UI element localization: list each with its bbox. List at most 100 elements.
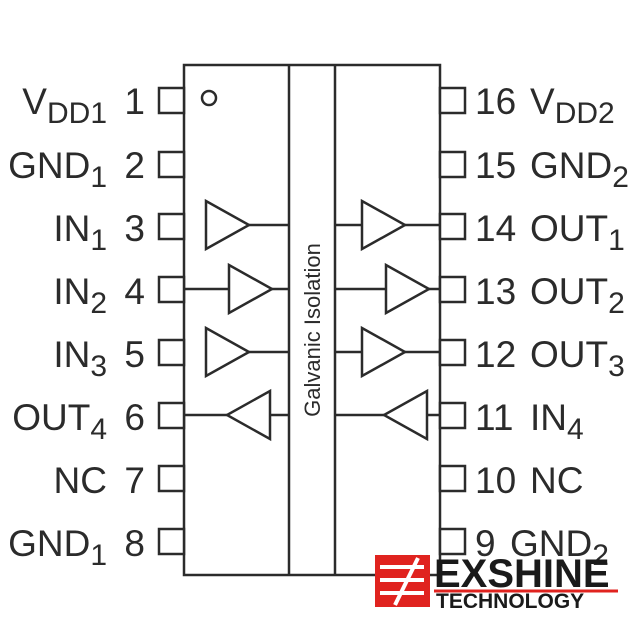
left-pin-number-3: 3 — [124, 208, 145, 249]
channel-2-signal-path — [184, 262, 440, 316]
right-pin-number-12: 12 — [475, 334, 516, 375]
left-pin-name-1: VDD1 — [22, 81, 107, 130]
buffer-1-rx — [360, 198, 408, 252]
channel-1-signal-path — [204, 198, 440, 252]
isolation-label: Galvanic Isolation — [300, 243, 325, 417]
right-pin-number-14: 14 — [475, 208, 516, 249]
right-pin-number-10: 10 — [475, 460, 516, 501]
pin-name-subscript: 4 — [567, 413, 584, 446]
right-pin-name-14: OUT1 — [530, 208, 625, 257]
pin-box-9 — [438, 527, 467, 556]
right-pin-name-11: IN4 — [530, 397, 584, 446]
pin-name-main: NC — [530, 460, 583, 501]
pin-name-subscript: 2 — [608, 287, 625, 320]
pin-name-main: IN — [53, 334, 90, 375]
left-pin-name-4: IN2 — [53, 271, 107, 320]
buffer-2-tx — [227, 262, 275, 316]
pin-name-subscript: 1 — [90, 224, 107, 257]
pin-name-subscript: DD2 — [555, 97, 615, 130]
logo-main-text: EXSHINE — [434, 552, 610, 596]
left-pin-number-1: 1 — [124, 81, 145, 122]
channel-3-signal-path — [204, 325, 440, 379]
pin-box-3 — [157, 212, 186, 241]
pin-name-subscript: 1 — [90, 539, 107, 572]
pin-name-main: GND — [8, 145, 90, 186]
exshine-watermark: EXSHINE TECHNOLOGY — [375, 552, 618, 613]
right-pin-name-10: NC — [530, 460, 583, 501]
right-pin-name-12: OUT3 — [530, 334, 625, 383]
pin-name-subscript: 2 — [90, 287, 107, 320]
pin-name-main: IN — [53, 271, 90, 312]
pin-name-subscript: 3 — [90, 350, 107, 383]
pin-box-11 — [438, 401, 467, 430]
right-pin-name-16: VDD2 — [530, 81, 615, 130]
buffer-4-rx — [381, 388, 429, 442]
left-pin-number-4: 4 — [124, 271, 145, 312]
pin-name-main: GND — [530, 145, 612, 186]
pin-name-main: GND — [8, 523, 90, 564]
channel-4-signal-path — [184, 388, 440, 442]
right-pin-number-15: 15 — [475, 145, 516, 186]
pin-box-7 — [157, 464, 186, 493]
pin-box-5 — [157, 338, 186, 367]
pin-name-main: OUT — [12, 397, 90, 438]
pin-box-13 — [438, 275, 467, 304]
logo-sub-text: TECHNOLOGY — [436, 590, 584, 613]
left-pin-name-2: GND1 — [8, 145, 107, 194]
right-pin-number-16: 16 — [475, 81, 516, 122]
right-pin-number-13: 13 — [475, 271, 516, 312]
left-pin-boxes — [157, 86, 186, 556]
left-pin-number-8: 8 — [124, 523, 145, 564]
left-pin-name-3: IN1 — [53, 208, 107, 257]
right-pin-name-13: OUT2 — [530, 271, 625, 320]
pin-name-main: V — [22, 81, 47, 122]
left-pin-number-6: 6 — [124, 397, 145, 438]
pin-name-main: NC — [54, 460, 107, 501]
right-pin-number-11: 11 — [475, 397, 513, 438]
pin-box-16 — [438, 86, 467, 115]
pin-name-subscript: 2 — [612, 161, 629, 194]
pin-name-main: OUT — [530, 334, 608, 375]
chip-package-body — [182, 63, 442, 577]
buffer-3-rx — [360, 325, 408, 379]
pin-name-subscript: 1 — [90, 161, 107, 194]
pin-name-subscript: 4 — [90, 413, 107, 446]
pin1-marker-dot — [200, 89, 218, 107]
pin-box-8 — [157, 527, 186, 556]
right-pin-name-15: GND2 — [530, 145, 629, 194]
pin-box-4 — [157, 275, 186, 304]
pin-box-15 — [438, 150, 467, 179]
logo-emblem-stripes — [380, 557, 424, 606]
pin-box-10 — [438, 464, 467, 493]
left-pin-number-5: 5 — [124, 334, 145, 375]
right-pin-name-9: GND2 — [510, 523, 609, 572]
pin-box-12 — [438, 338, 467, 367]
pin-name-subscript: 1 — [608, 224, 625, 257]
left-pin-name-6: OUT4 — [12, 397, 107, 446]
right-pin-number-9: 9 — [475, 523, 496, 564]
left-pin-number-7: 7 — [124, 460, 145, 501]
pin-name-subscript: 2 — [592, 539, 609, 572]
left-pin-number-2: 2 — [124, 145, 145, 186]
pin-name-subscript: 3 — [608, 350, 625, 383]
pin-box-1 — [157, 86, 186, 115]
buffer-1-tx — [204, 198, 252, 252]
left-pin-name-7: NC — [54, 460, 107, 501]
pin-name-main: IN — [530, 397, 567, 438]
buffer-2-rx — [384, 262, 432, 316]
pin-name-subscript: DD1 — [47, 97, 107, 130]
pin-name-main: IN — [53, 208, 90, 249]
pin-name-main: OUT — [530, 208, 608, 249]
buffer-4-tx — [224, 388, 272, 442]
pin-box-6 — [157, 401, 186, 430]
pin-box-14 — [438, 212, 467, 241]
right-pin-boxes — [438, 86, 467, 556]
pin-name-main: V — [530, 81, 555, 122]
pin-name-main: OUT — [530, 271, 608, 312]
left-pin-name-8: GND1 — [8, 523, 107, 572]
pin-name-main: GND — [510, 523, 592, 564]
